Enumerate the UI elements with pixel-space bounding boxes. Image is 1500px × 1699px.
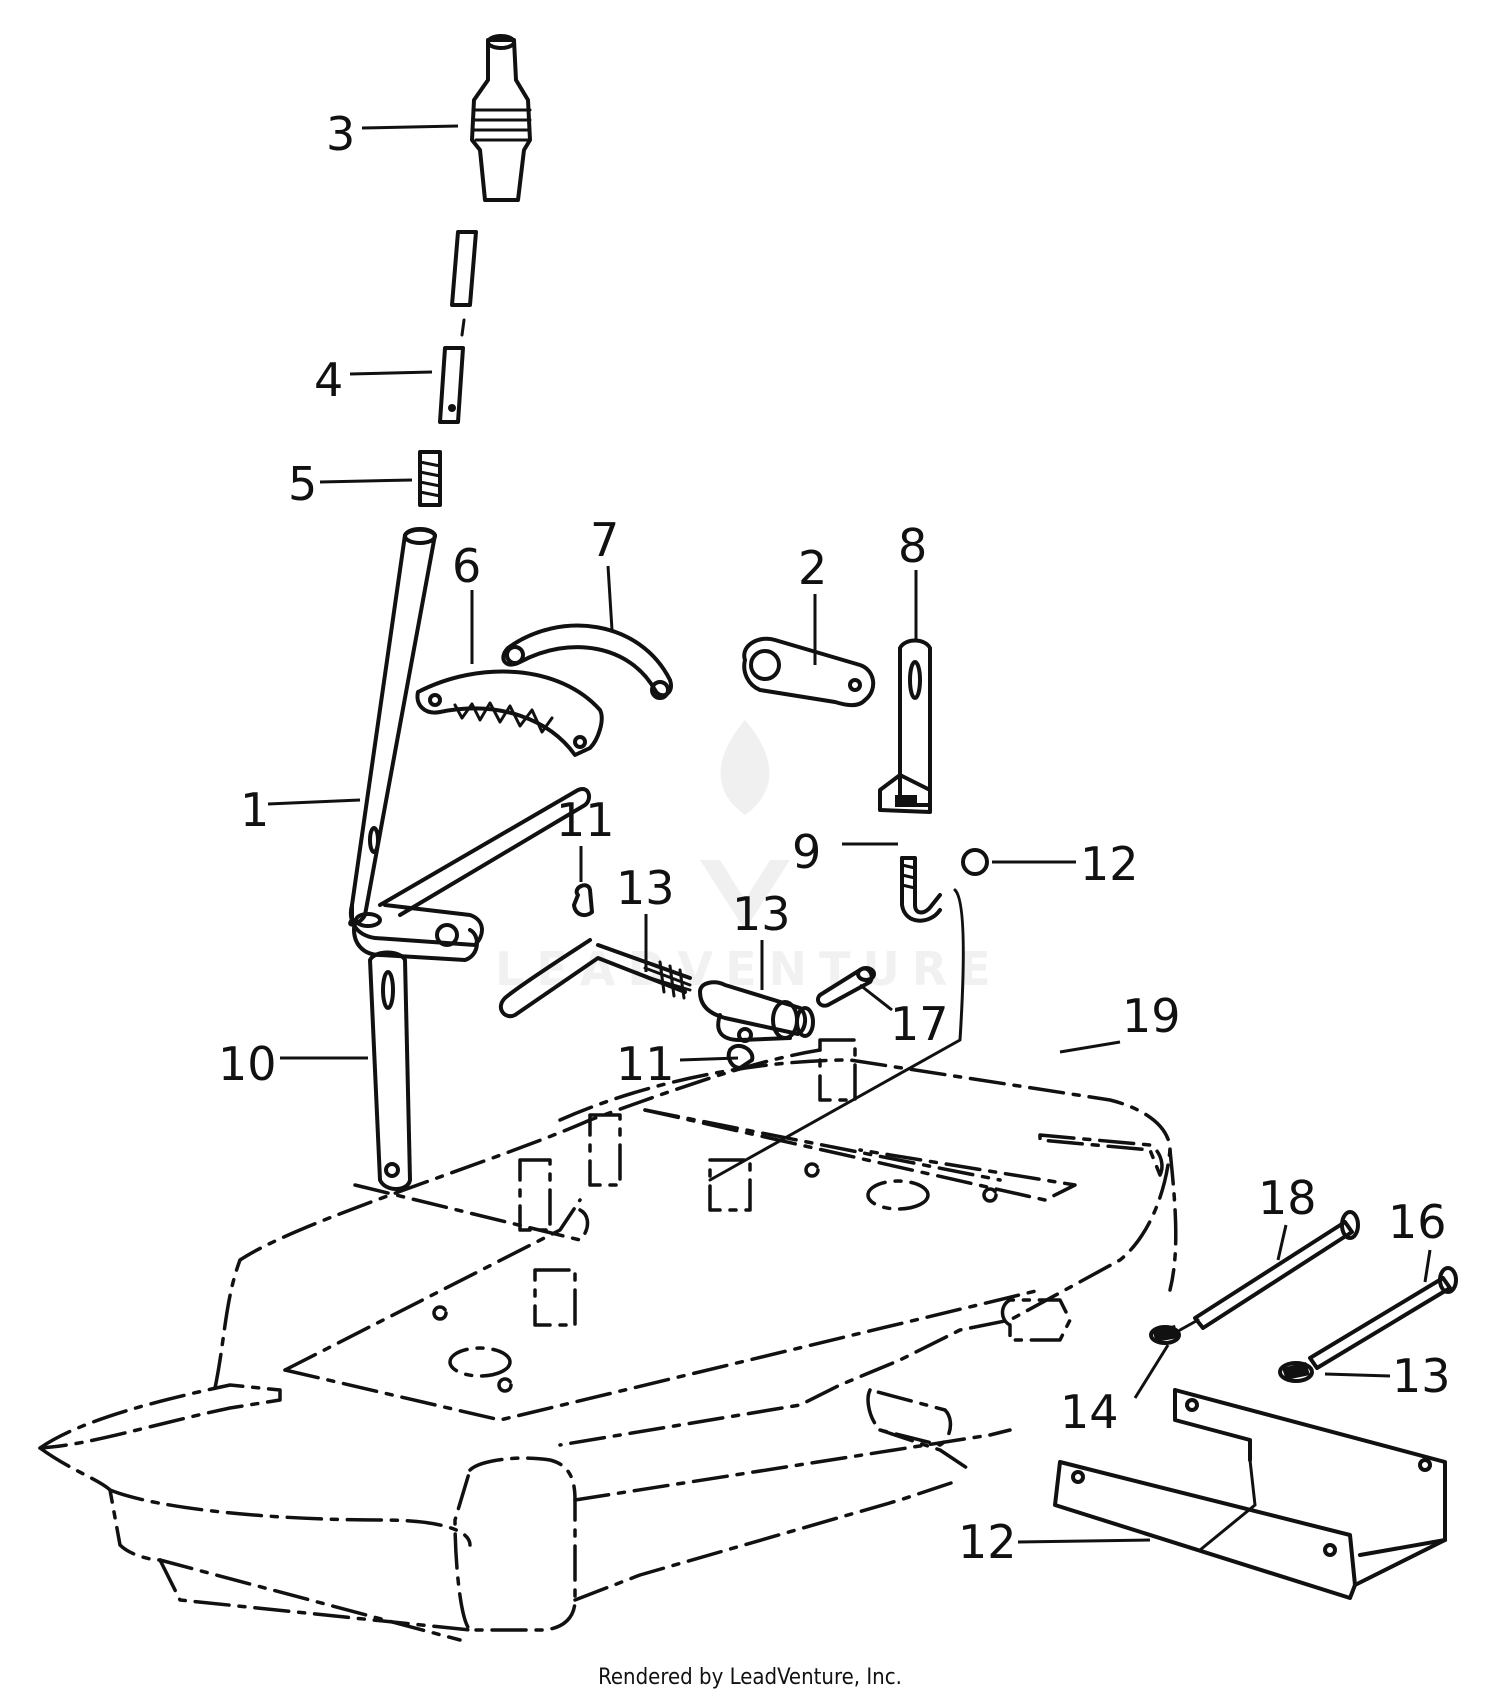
- callout-14: 13: [616, 861, 675, 915]
- callout-16: 16: [1388, 1195, 1447, 1249]
- part-8-bracket: [878, 638, 932, 814]
- part-10-link: [368, 950, 412, 1191]
- part-1-lift-lever: [348, 527, 592, 962]
- part-16-bolt: [1308, 1266, 1458, 1370]
- callout-17: 17: [890, 997, 949, 1051]
- part-5-spring: [418, 450, 442, 507]
- callout-8: 8: [898, 519, 927, 573]
- callout-9: 9: [792, 825, 821, 879]
- watermark-logo: LEADVENTURE: [495, 720, 1003, 996]
- part-13-washer-top: [961, 848, 989, 876]
- callout-7: 7: [590, 513, 619, 567]
- part-9-pin: [708, 856, 965, 1182]
- part-6-sector: [415, 669, 604, 757]
- callout-2: 2: [798, 541, 827, 595]
- part-3-knob: [470, 34, 532, 202]
- callout-1: 1: [240, 783, 269, 837]
- callout-13-top: 12: [1080, 837, 1139, 891]
- part-2-plate: [742, 636, 876, 708]
- part-17-pin: [816, 966, 876, 1008]
- callout-11-lower: 11: [616, 1037, 675, 1091]
- callout-10: 10: [218, 1037, 277, 1091]
- callout-18: 18: [1258, 1171, 1317, 1225]
- part-4-rod: [438, 230, 478, 424]
- part-13-washers-lower: [1149, 1325, 1314, 1383]
- callout-4: 4: [314, 353, 343, 407]
- footer-credit: Rendered by LeadVenture, Inc.: [598, 1665, 902, 1690]
- leader-lines: [267, 124, 1432, 1544]
- part-15-clevis: [698, 980, 815, 1043]
- callouts: 3 4 5 6 7 2 8 1 11 9 12 13 13 17 19 10 1…: [218, 107, 1451, 1439]
- callout-5: 5: [288, 457, 317, 511]
- part-11-clip-top: [572, 883, 594, 918]
- part-18-bolt: [1178, 1210, 1360, 1332]
- watermark-text: LEADVENTURE: [495, 942, 1003, 996]
- callout-11-top: 11: [556, 793, 615, 847]
- part-14-rod: [498, 938, 692, 1019]
- part-12-bracket: [1053, 1388, 1447, 1600]
- mower-deck: [38, 1038, 1178, 1642]
- callout-13-right: 13: [1392, 1349, 1451, 1403]
- callout-3: 3: [326, 107, 355, 161]
- part-7-arc: [501, 623, 673, 700]
- callout-6: 6: [452, 539, 481, 593]
- callout-13-lower: 14: [1060, 1385, 1119, 1439]
- callout-19: 19: [1122, 989, 1181, 1043]
- callout-15: 13: [732, 887, 791, 941]
